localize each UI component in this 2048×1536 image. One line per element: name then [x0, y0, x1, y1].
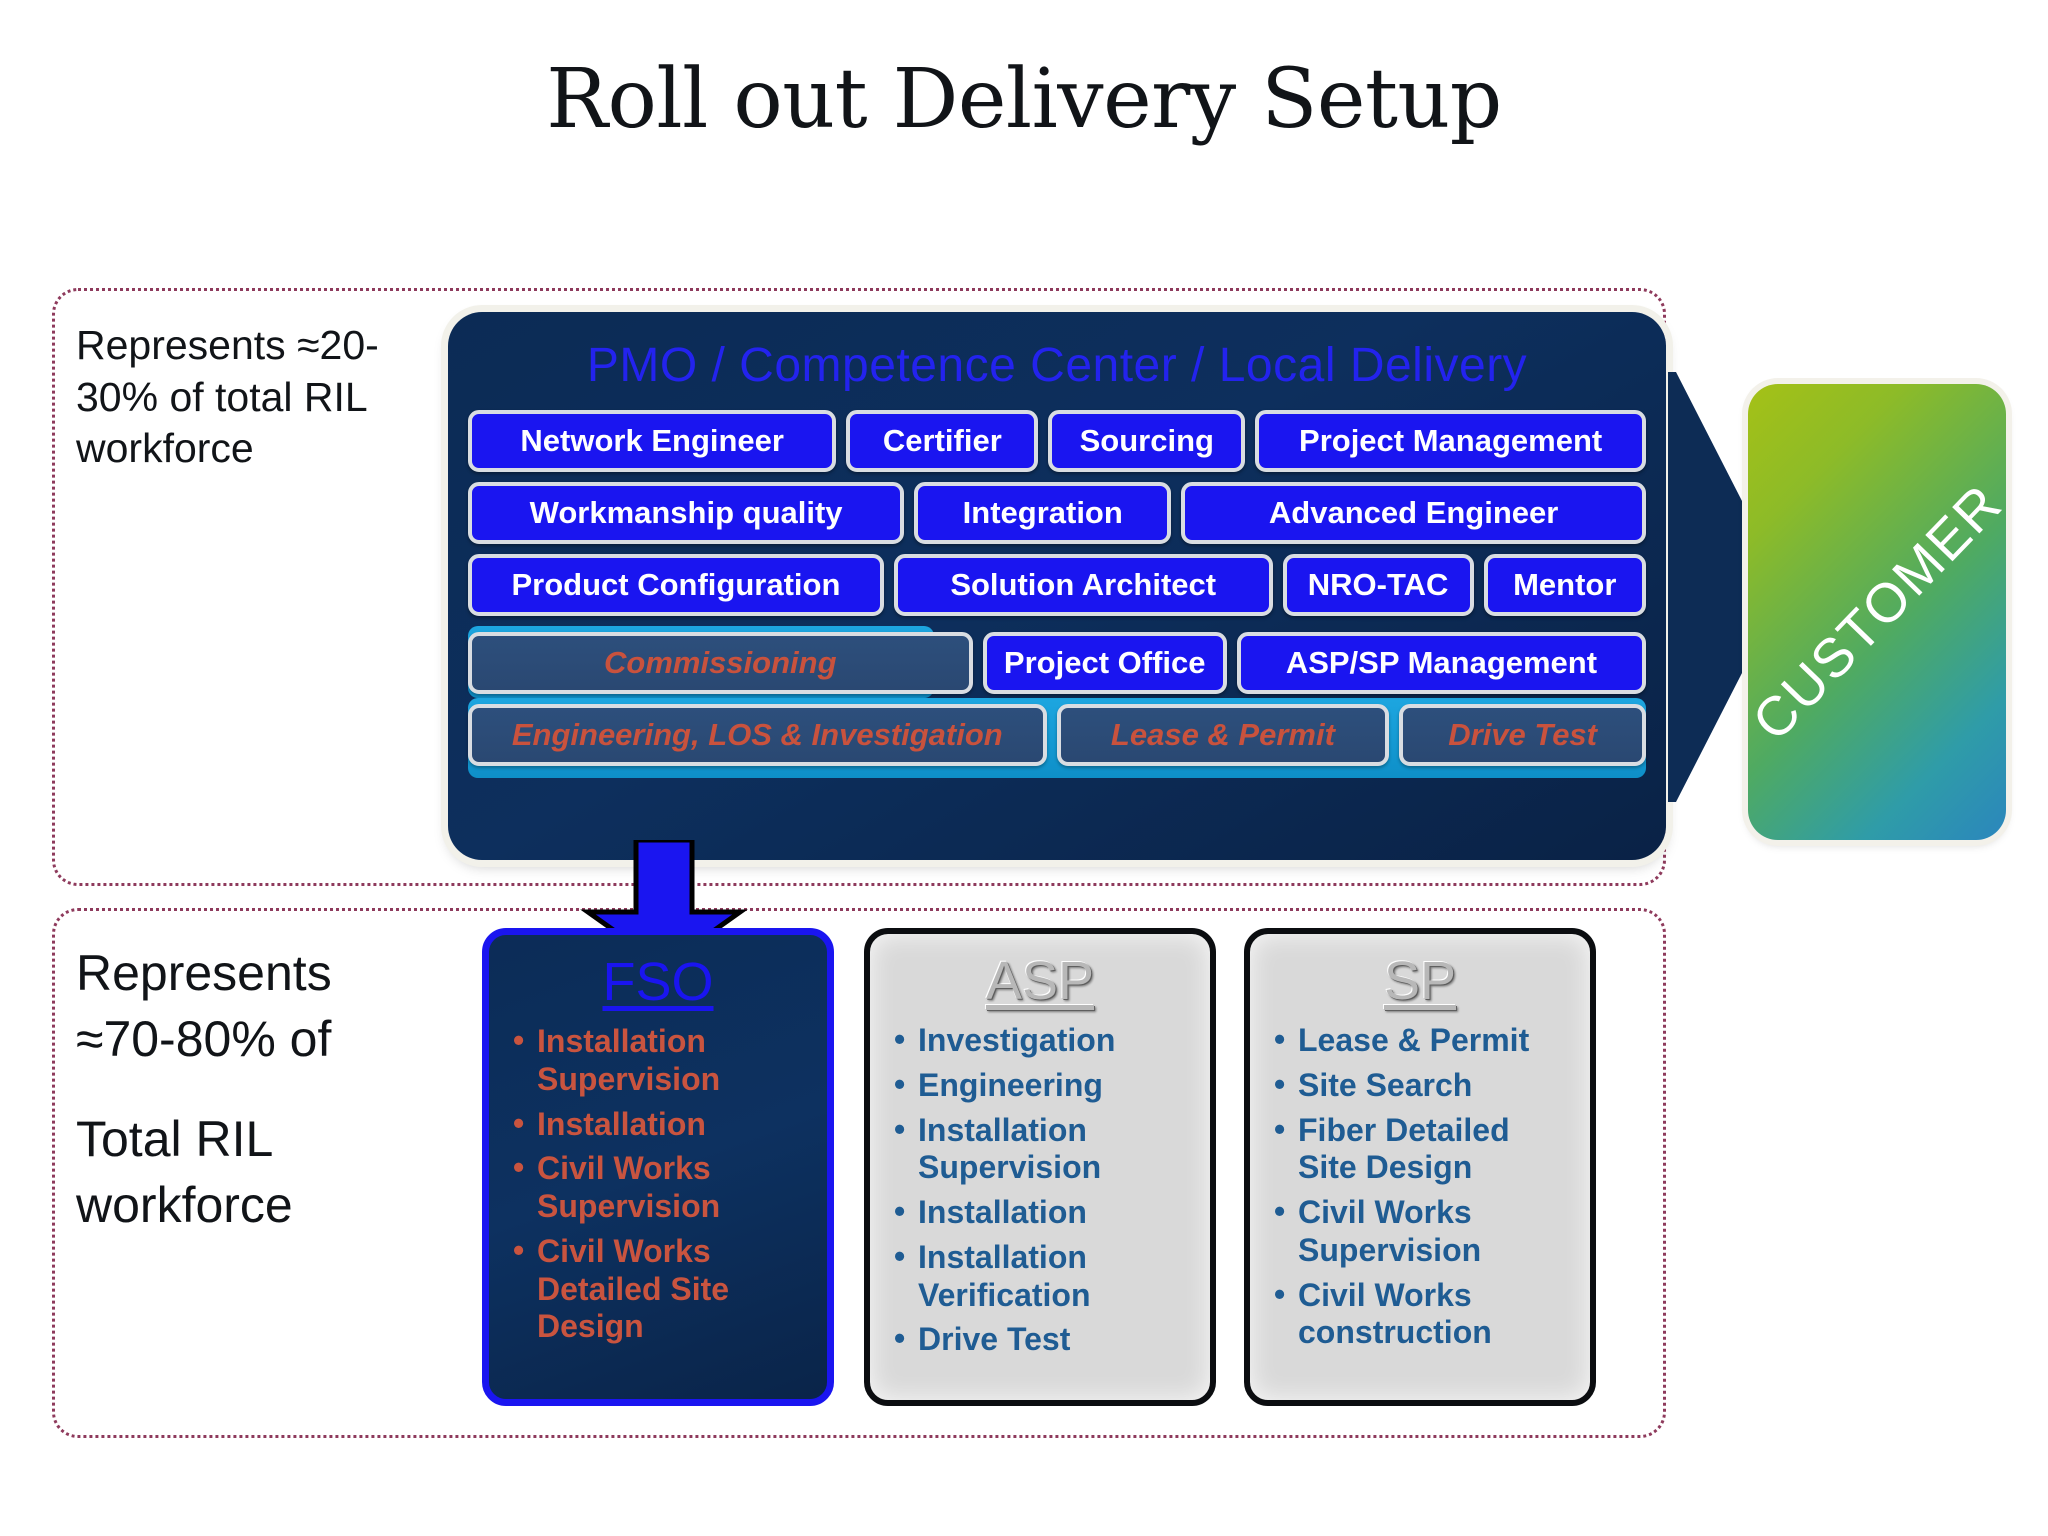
- card-fso-bullets: Installation SupervisionInstallationCivi…: [511, 1022, 809, 1346]
- pmo-chip-asp-sp-management[interactable]: ASP/SP Management: [1236, 632, 1646, 694]
- pmo-chip-mentor[interactable]: Mentor: [1483, 554, 1646, 616]
- card-asp-title: ASP: [985, 951, 1095, 1011]
- pmo-chip-network-engineer[interactable]: Network Engineer: [468, 410, 837, 472]
- list-item: Installation: [892, 1193, 1192, 1232]
- list-item: Installation Supervision: [892, 1111, 1192, 1188]
- list-item: Lease & Permit: [1272, 1021, 1572, 1060]
- card-asp-bullets: InvestigationEngineeringInstallation Sup…: [892, 1021, 1192, 1359]
- pmo-chip-drive-test[interactable]: Drive Test: [1399, 704, 1646, 766]
- pmo-panel-heading: PMO / Competence Center / Local Delivery: [586, 339, 1528, 392]
- pmo-chip-engineering-los-investigation[interactable]: Engineering, LOS & Investigation: [468, 704, 1047, 766]
- pmo-chip-lease-permit[interactable]: Lease & Permit: [1056, 704, 1390, 766]
- list-item: Installation: [511, 1105, 809, 1144]
- list-item: Site Search: [1272, 1066, 1572, 1105]
- pmo-panel: PMO / Competence Center / Local Delivery…: [448, 312, 1666, 860]
- pmo-chip-commissioning[interactable]: Commissioning: [468, 632, 973, 694]
- list-item: Engineering: [892, 1066, 1192, 1105]
- card-sp: SP Lease & PermitSite SearchFiber Detail…: [1244, 928, 1596, 1406]
- list-item: Fiber Detailed Site Design: [1272, 1111, 1572, 1188]
- pmo-chip-nro-tac[interactable]: NRO-TAC: [1282, 554, 1474, 616]
- pmo-chip-sourcing[interactable]: Sourcing: [1048, 410, 1246, 472]
- pmo-chip-product-configuration[interactable]: Product Configuration: [468, 554, 884, 616]
- list-item: Civil Works construction: [1272, 1276, 1572, 1353]
- note-bottom-line1: Represents ≈70-80% of: [76, 945, 332, 1067]
- pmo-chip-project-office[interactable]: Project Office: [982, 632, 1227, 694]
- list-item: Installation Supervision: [511, 1022, 809, 1099]
- list-item: Civil Works Supervision: [511, 1149, 809, 1226]
- card-sp-title: SP: [1383, 951, 1457, 1011]
- bottom-group-frame: [52, 908, 1666, 1438]
- customer-label: CUSTOMER: [1748, 471, 2006, 753]
- card-sp-bullets: Lease & PermitSite SearchFiber Detailed …: [1272, 1021, 1572, 1353]
- note-top-workforce: Represents ≈20-30% of total RIL workforc…: [76, 322, 379, 472]
- right-arrow-icon: [1668, 372, 1790, 802]
- card-fso: FSO Installation SupervisionInstallation…: [482, 928, 834, 1406]
- list-item: Investigation: [892, 1021, 1192, 1060]
- pmo-chip-workmanship-quality[interactable]: Workmanship quality: [468, 482, 905, 544]
- note-bottom-line2: Total RIL workforce: [76, 1111, 293, 1233]
- pmo-chip-certifier[interactable]: Certifier: [846, 410, 1039, 472]
- pmo-chip-advanced-engineer[interactable]: Advanced Engineer: [1181, 482, 1646, 544]
- note-spacer: [76, 1072, 416, 1106]
- page-title: Roll out Delivery Setup: [546, 52, 1502, 147]
- pmo-chip-solution-architect[interactable]: Solution Architect: [893, 554, 1273, 616]
- card-asp: ASP InvestigationEngineeringInstallation…: [864, 928, 1216, 1406]
- card-fso-title: FSO: [602, 952, 714, 1012]
- list-item: Civil Works Detailed Site Design: [511, 1232, 809, 1346]
- list-item: Drive Test: [892, 1320, 1192, 1359]
- list-item: Installation Verification: [892, 1238, 1192, 1315]
- customer-box: CUSTOMER: [1748, 384, 2006, 840]
- pmo-chip-project-management[interactable]: Project Management: [1255, 410, 1646, 472]
- list-item: Civil Works Supervision: [1272, 1193, 1572, 1270]
- note-bottom-workforce: Represents ≈70-80% of Total RIL workforc…: [76, 940, 416, 1238]
- pmo-chip-integration[interactable]: Integration: [914, 482, 1172, 544]
